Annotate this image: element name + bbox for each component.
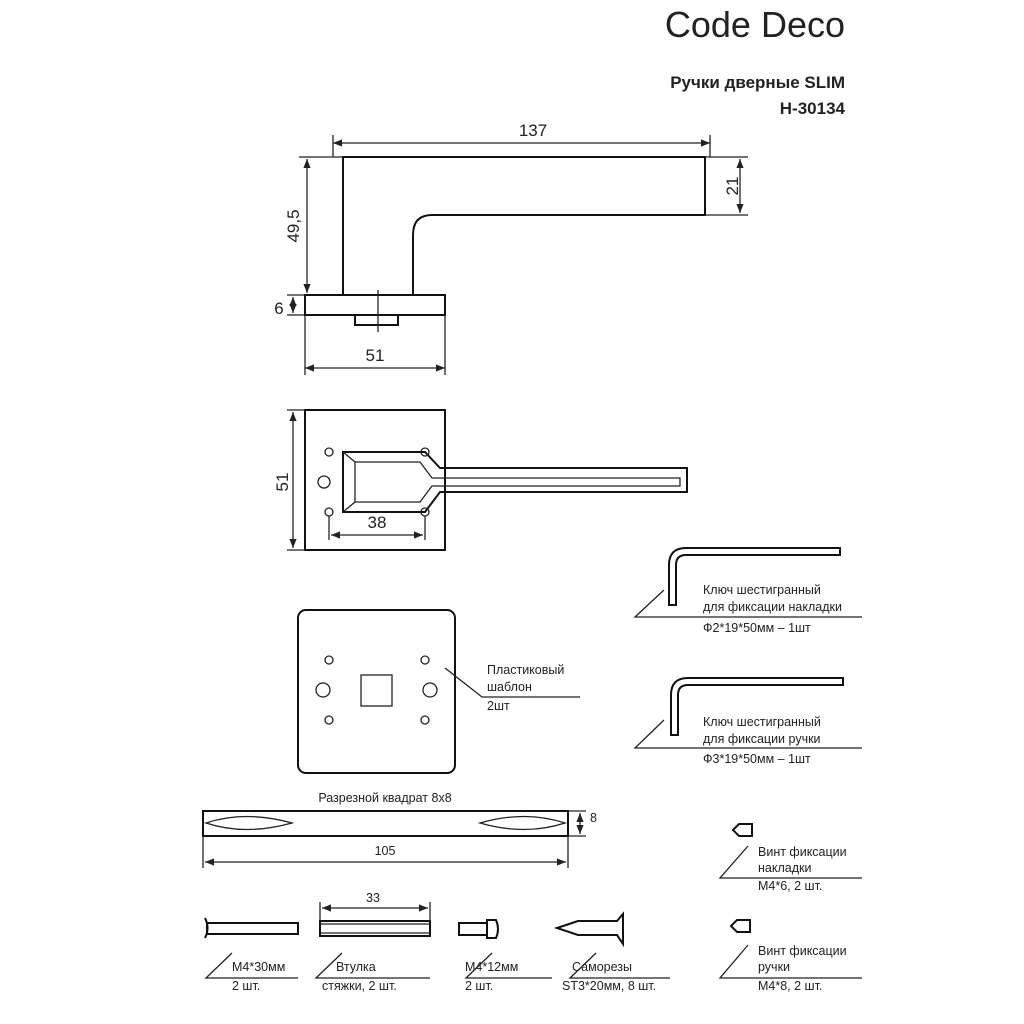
bolt-line2: 2 шт. xyxy=(232,979,260,993)
bolt-m4x30 xyxy=(204,917,299,979)
wood-screw xyxy=(553,911,670,979)
bushing xyxy=(314,902,431,979)
hex-key-2-line3: Ф3*19*50мм – 1шт xyxy=(703,752,811,766)
screw-m4x12 xyxy=(458,919,552,979)
dim-length: 137 xyxy=(519,121,547,140)
handle-screw-line2: ручки xyxy=(758,960,790,974)
split-spindle xyxy=(202,810,586,868)
template-label-1: Пластиковый xyxy=(487,663,564,677)
product-title: Ручки дверные SLIM xyxy=(670,73,845,92)
handle-screw xyxy=(718,919,862,979)
rosette-screw-line1: Винт фиксации xyxy=(758,845,847,859)
spindle-size: 8 xyxy=(590,811,597,825)
dim-rosette-width: 51 xyxy=(366,346,385,365)
spindle-label: Разрезной квадрат 8x8 xyxy=(318,791,451,805)
bolt-line1: M4*30мм xyxy=(232,960,285,974)
dim-height: 49,5 xyxy=(284,209,303,242)
wood-screws-line1: Саморезы xyxy=(572,960,632,974)
rosette-screw-line2: накладки xyxy=(758,861,811,875)
product-code: H-30134 xyxy=(780,99,846,118)
brand-logo: Code Deco xyxy=(665,4,845,45)
hex-key-2 xyxy=(633,677,862,749)
hex-key-2-line2: для фиксации ручки xyxy=(703,732,821,746)
spindle-length: 105 xyxy=(375,844,396,858)
template-label-3: 2шт xyxy=(487,699,510,713)
dim-rosette-height: 51 xyxy=(273,473,292,492)
handle-side-view xyxy=(287,135,748,375)
hex-key-1-line2: для фиксации накладки xyxy=(703,600,842,614)
hex-key-2-line1: Ключ шестигранный xyxy=(703,715,821,729)
handle-front-view xyxy=(287,409,688,551)
plastic-template xyxy=(297,609,580,774)
dim-lever-height: 21 xyxy=(723,177,742,196)
short-screw-line2: 2 шт. xyxy=(465,979,493,993)
bushing-line2: стяжки, 2 шт. xyxy=(322,979,397,993)
wood-screws-line2: ST3*20мм, 8 шт. xyxy=(562,979,656,993)
short-screw-line1: M4*12мм xyxy=(465,960,518,974)
handle-screw-line3: M4*8, 2 шт. xyxy=(758,979,822,993)
hex-key-1-line3: Ф2*19*50мм – 1шт xyxy=(703,621,811,635)
template-label-2: шаблон xyxy=(487,680,532,694)
hex-key-1-line1: Ключ шестигранный xyxy=(703,583,821,597)
dim-hole-spacing: 38 xyxy=(368,513,387,532)
handle-screw-line1: Винт фиксации xyxy=(758,944,847,958)
hex-key-1 xyxy=(633,547,862,618)
rosette-screw-line3: M4*6, 2 шт. xyxy=(758,879,822,893)
bushing-line1: Втулка xyxy=(336,960,376,974)
dim-rosette-thickness: 6 xyxy=(274,299,283,318)
bushing-dim: 33 xyxy=(366,891,380,905)
rosette-screw xyxy=(718,823,862,879)
